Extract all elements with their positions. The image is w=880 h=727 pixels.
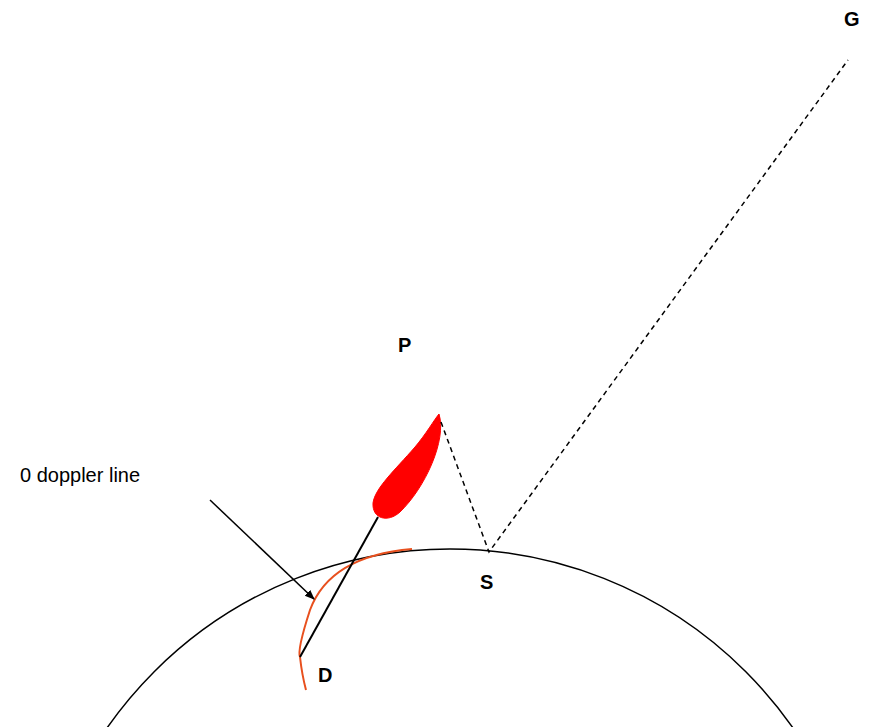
earth-surface: [32, 549, 868, 727]
leader-arrow: [210, 500, 314, 599]
point-label: P: [398, 334, 411, 357]
radar-beam: [373, 414, 441, 518]
point-label: S: [480, 571, 493, 594]
point-label: G: [844, 8, 860, 31]
bistatic-path: [441, 60, 848, 552]
zero-doppler-line: [299, 549, 412, 690]
look-line: [300, 517, 378, 657]
callout-label: 0 doppler line: [20, 464, 140, 487]
point-label: D: [318, 664, 332, 687]
